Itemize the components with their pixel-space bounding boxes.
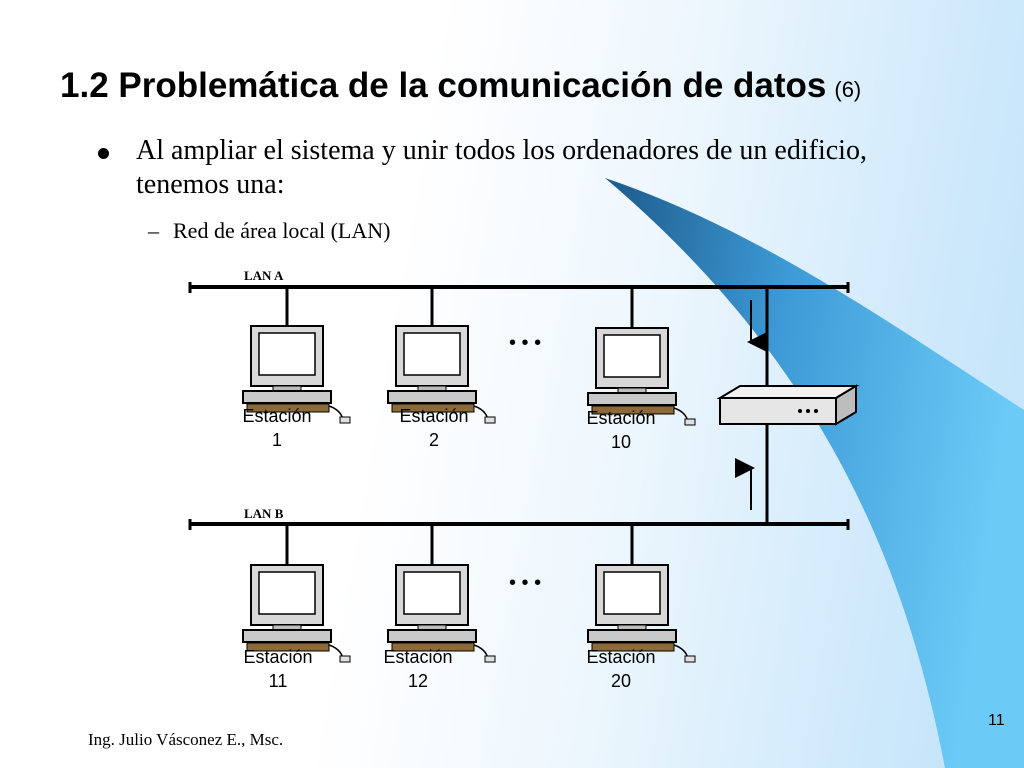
station-number: 1 bbox=[272, 430, 282, 450]
dash-icon: – bbox=[148, 218, 159, 243]
bullet-dot-icon bbox=[98, 148, 109, 159]
station-word: Estación bbox=[399, 406, 468, 426]
title-text: 1.2 Problemática de la comunicación de d… bbox=[60, 66, 827, 105]
title-suffix: (6) bbox=[834, 77, 862, 102]
station-word: Estación bbox=[242, 406, 311, 426]
station-word: Estación bbox=[586, 647, 655, 667]
station-number: 10 bbox=[611, 432, 631, 452]
station-number: 11 bbox=[269, 671, 288, 691]
page-number: 11 bbox=[988, 712, 1005, 729]
lan-a-label: LAN A bbox=[244, 268, 284, 283]
station-word: Estación bbox=[243, 647, 312, 667]
station-number: 2 bbox=[429, 430, 439, 450]
station-word: Estación bbox=[586, 408, 655, 428]
station-word: Estación bbox=[383, 647, 452, 667]
station-number: 12 bbox=[408, 671, 428, 691]
bridge-device-icon bbox=[716, 384, 860, 426]
ellipsis-a: • • • bbox=[509, 332, 541, 354]
station-number: 20 bbox=[611, 671, 631, 691]
slide-title: 1.2 Problemática de la comunicación de d… bbox=[60, 66, 861, 106]
bullet-text: Al ampliar el sistema y unir todos los o… bbox=[136, 135, 867, 200]
sub-bullet-text: Red de área local (LAN) bbox=[173, 218, 391, 243]
footer-author: Ing. Julio Vásconez E., Msc. bbox=[88, 730, 284, 749]
sub-bullet: –Red de área local (LAN) bbox=[148, 218, 390, 244]
lan-b-label: LAN B bbox=[244, 506, 284, 521]
ellipsis-b: • • • bbox=[509, 572, 541, 594]
